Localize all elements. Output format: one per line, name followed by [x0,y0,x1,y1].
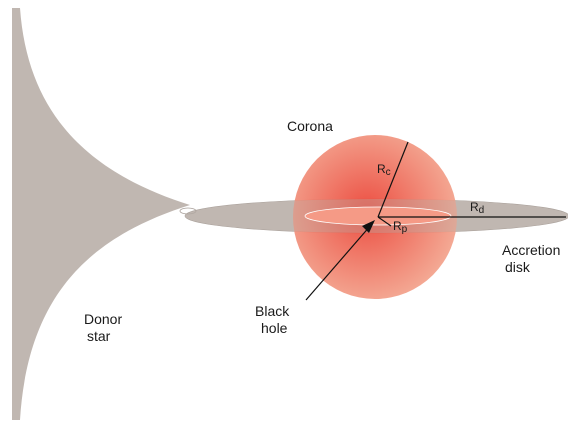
black-hole-arrowhead [362,220,375,233]
donor-star-shape [12,8,190,420]
black-hole-label: Black hole [255,303,293,336]
disk-radius-label: Rd [470,200,484,216]
inner-radius-line [377,216,392,227]
donor-star-label: Donor star [84,311,126,344]
corona-radius-label: Rc [377,162,391,178]
inner-radius-label: Rp [393,219,408,235]
black-hole-arrow [305,224,372,301]
corona-label: Corona [287,118,333,134]
corona-radius-line [377,141,409,218]
stream-inflow-ring [179,207,197,215]
accretion-disk-label: Accretion disk [502,242,564,275]
